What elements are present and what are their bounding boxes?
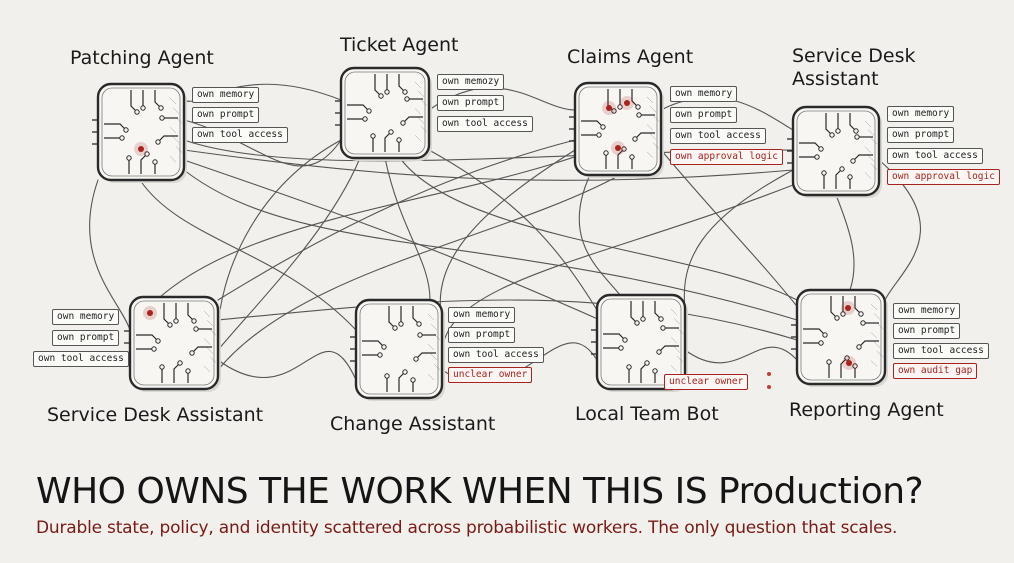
agent-chip: own memory xyxy=(887,106,955,122)
agent-chip-alert: own audit gap xyxy=(893,363,978,379)
connection-wire xyxy=(139,179,357,331)
agent-chip: own memory xyxy=(192,87,260,103)
connection-wire xyxy=(835,194,855,291)
agent-chip: own tool access xyxy=(192,127,288,143)
agent-chip-alert: unclear owner xyxy=(448,367,533,383)
agent-chip-node xyxy=(591,293,688,392)
connection-wire xyxy=(384,157,431,301)
agent-chip-node xyxy=(569,81,664,178)
agent-chip: own tool access xyxy=(448,347,544,363)
agent-title: Service Desk Assistant xyxy=(47,404,264,426)
agent-title: Ticket Agent xyxy=(340,34,459,56)
agent-chip: own memory xyxy=(448,307,516,323)
agent-chip-alert: own approval logic xyxy=(670,149,783,165)
agent-chip-alert: unclear owner xyxy=(664,374,749,390)
agent-chip: own memozy xyxy=(437,74,505,90)
connection-wire xyxy=(684,346,798,364)
connection-wire xyxy=(217,299,798,341)
agent-chip: own tool access xyxy=(887,148,983,164)
agent-title: Local Team Bot xyxy=(575,403,719,425)
connection-wire xyxy=(183,159,601,321)
agent-chip: own memory xyxy=(670,86,738,102)
connection-wire xyxy=(217,157,361,351)
subheadline: Durable state, policy, and identity scat… xyxy=(36,518,898,538)
connection-wire xyxy=(399,157,798,301)
agent-title: Service Desk Assistant xyxy=(792,45,916,90)
connection-wire xyxy=(217,174,621,371)
connection-wire xyxy=(89,179,131,331)
connection-wire xyxy=(441,184,794,351)
warning-dot xyxy=(767,372,771,376)
agent-chip: own memory xyxy=(52,309,120,325)
warning-dot xyxy=(767,385,771,389)
connection-wire xyxy=(217,139,576,301)
connection-wire xyxy=(683,169,794,311)
agent-chip-node xyxy=(791,288,888,387)
connection-wires xyxy=(89,83,921,384)
connection-wire xyxy=(578,174,621,296)
agent-title: Change Assistant xyxy=(330,413,496,435)
agent-title: Reporting Agent xyxy=(789,399,944,421)
agent-chip: own prompt xyxy=(670,107,738,123)
agent-chip-node xyxy=(335,66,432,161)
agent-chip-node xyxy=(350,298,445,401)
agent-chip: own memory xyxy=(893,303,961,319)
agent-chip: own prompt xyxy=(437,95,505,111)
agent-chip: own prompt xyxy=(448,327,516,343)
connection-wire xyxy=(183,169,798,321)
agent-chip: own prompt xyxy=(887,127,955,143)
agent-title: Patching Agent xyxy=(70,47,214,69)
connection-wire xyxy=(660,96,794,131)
agent-chip-node xyxy=(124,295,221,392)
agent-chip-alert: own approval logic xyxy=(887,169,1000,185)
agent-title: Claims Agent xyxy=(567,46,694,68)
agent-chip: own tool access xyxy=(33,351,129,367)
agent-chip: own tool access xyxy=(893,343,989,359)
connection-wire xyxy=(428,149,598,311)
connection-wire xyxy=(439,149,576,321)
connection-wire xyxy=(183,149,794,181)
connection-wire xyxy=(217,350,357,381)
connection-wire xyxy=(660,149,801,311)
headline: WHO OWNS THE WORK WHEN THIS IS Productio… xyxy=(36,471,924,512)
agent-chip: own prompt xyxy=(192,107,260,123)
agent-chip-node xyxy=(787,105,882,198)
agent-chip: own prompt xyxy=(52,330,120,346)
agent-chip: own tool access xyxy=(670,128,766,144)
agent-chip: own tool access xyxy=(437,116,533,132)
agent-chip-node xyxy=(92,82,187,183)
agent-chip: own prompt xyxy=(893,323,961,339)
